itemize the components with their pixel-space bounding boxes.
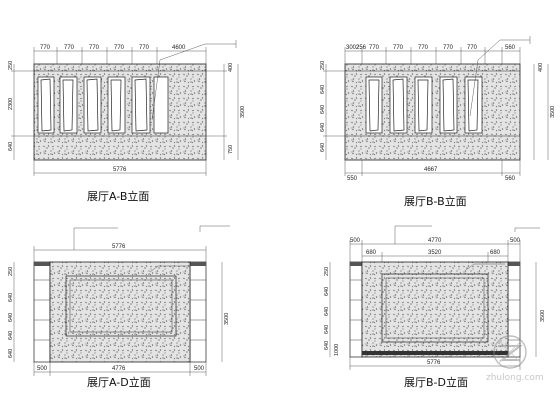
dim-ab-left-1: 250 bbox=[8, 61, 14, 70]
dim-ab-right-2: 3500 bbox=[240, 106, 246, 118]
dim-bd-top-inner-1: 680 bbox=[366, 250, 377, 256]
wall-panel bbox=[361, 261, 509, 358]
dim-ad-left-3: 640 bbox=[8, 313, 14, 322]
dim-bb-left-4: 640 bbox=[320, 123, 326, 132]
dim-bb-top-5: 770 bbox=[418, 45, 429, 51]
elevation-a-d: 5776 250 640 640 640 640 3500 500 4776 bbox=[8, 225, 230, 389]
dim-bb-top-7: 770 bbox=[467, 45, 478, 51]
dim-bb-top-1: 3002 bbox=[346, 45, 360, 51]
dim-bd-left-4: 640 bbox=[324, 325, 330, 334]
dim-ab-left-2: 2300 bbox=[8, 98, 14, 110]
dim-ad-left-1: 250 bbox=[8, 267, 14, 276]
dim-bb-left-5: 640 bbox=[320, 143, 326, 152]
caption-a-d: 展厅A-D立面 bbox=[87, 375, 151, 389]
dim-ad-left-2: 640 bbox=[8, 293, 14, 302]
dim-bd-top-inner-2: 3520 bbox=[428, 250, 442, 256]
caption-a-b: 展厅A-B立面 bbox=[87, 189, 149, 203]
watermark-logo-icon bbox=[493, 335, 527, 369]
elevation-b-b: 3002 256 770 770 770 770 770 560 250 640 bbox=[320, 36, 556, 208]
dim-bd-top-outer-1: 500 bbox=[350, 238, 361, 244]
dim-bb-left-3: 640 bbox=[320, 105, 326, 114]
dim-bb-top-4: 770 bbox=[393, 45, 404, 51]
wall-panel bbox=[49, 261, 191, 363]
dim-bd-left-2: 640 bbox=[324, 287, 330, 296]
dim-bb-bottom-3: 560 bbox=[505, 176, 516, 182]
dim-bb-top-6: 770 bbox=[443, 45, 454, 51]
dim-ab-right-1: 400 bbox=[228, 63, 234, 72]
top-dimension-ticks bbox=[344, 47, 521, 64]
dim-bd-right-1: 3500 bbox=[540, 310, 546, 322]
dim-ad-bottom-3: 500 bbox=[194, 366, 205, 372]
elevation-b-d: 500 4770 500 680 3520 680 250 640 640 64… bbox=[324, 225, 546, 389]
dim-ad-bottom-2: 4776 bbox=[112, 366, 126, 372]
top-dimension-ticks bbox=[33, 47, 207, 64]
display-openings bbox=[37, 76, 169, 134]
dim-ad-right-1: 3500 bbox=[224, 313, 230, 325]
dim-bd-top-inner-3: 680 bbox=[490, 250, 501, 256]
display-openings bbox=[365, 76, 483, 134]
dim-bd-top-outer-2: 4770 bbox=[428, 238, 442, 244]
dim-bb-left-1: 250 bbox=[320, 61, 326, 70]
dim-bb-top-2: 256 bbox=[356, 45, 367, 51]
elevation-a-b: 770 770 770 770 770 4600 25 bbox=[8, 40, 246, 203]
dim-ab-top-1: 770 bbox=[40, 45, 51, 51]
dim-bb-bottom-2: 4667 bbox=[424, 167, 438, 173]
dim-bd-left-1: 250 bbox=[324, 267, 330, 276]
dim-ad-left-5: 640 bbox=[8, 349, 14, 358]
dim-ad-left-4: 640 bbox=[8, 331, 14, 340]
dim-ab-top-4: 770 bbox=[114, 45, 125, 51]
dim-bb-right-1: 400 bbox=[538, 63, 544, 72]
dim-bd-top-outer-3: 500 bbox=[510, 238, 521, 244]
watermark-text: zhulong.com bbox=[486, 373, 544, 383]
dim-bb-top-8: 560 bbox=[505, 45, 516, 51]
dim-ab-top-6: 4600 bbox=[172, 45, 186, 51]
caption-b-d: 展厅B-D立面 bbox=[404, 375, 468, 389]
dim-ad-bottom-1: 500 bbox=[37, 366, 48, 372]
dim-bb-right-2: 3500 bbox=[550, 106, 556, 118]
watermark: zhulong.com bbox=[486, 335, 544, 383]
caption-b-b: 展厅B-B立面 bbox=[404, 194, 467, 208]
dim-ab-top-3: 770 bbox=[89, 45, 100, 51]
dim-bb-top-3: 770 bbox=[369, 45, 380, 51]
dim-ab-right-3: 750 bbox=[228, 145, 234, 154]
dim-bd-left-5: 640 bbox=[324, 341, 330, 350]
dim-bd-left-6: 1000 bbox=[334, 344, 340, 356]
dim-ab-left-3: 640 bbox=[8, 142, 14, 151]
dim-bb-bottom-1: 550 bbox=[347, 176, 358, 182]
dim-bd-bottom: 5776 bbox=[427, 360, 441, 366]
dim-bb-left-2: 640 bbox=[320, 85, 326, 94]
dim-ad-top: 5776 bbox=[112, 244, 126, 250]
dim-bd-left-3: 640 bbox=[324, 307, 330, 316]
dim-ab-top-2: 770 bbox=[64, 45, 75, 51]
dim-ab-bottom: 5776 bbox=[113, 167, 127, 173]
dim-ab-top-5: 770 bbox=[139, 45, 150, 51]
